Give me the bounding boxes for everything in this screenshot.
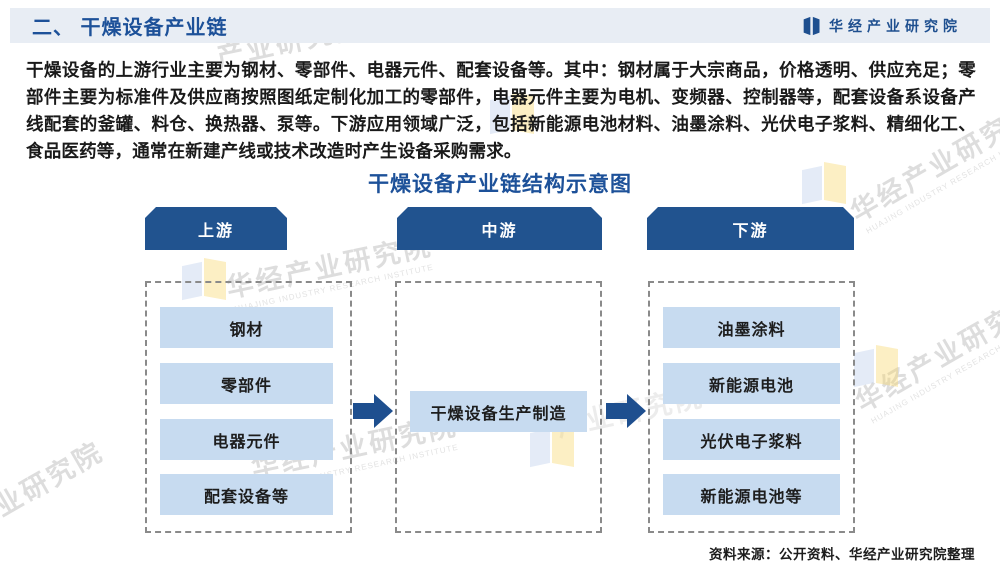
watermark-text: 产业研究院 [0,436,109,538]
arrow-right-icon [353,394,393,428]
midstream-container [395,281,602,533]
page-title: 二、 干燥设备产业链 [32,17,228,39]
midstream-item-manufacturing: 干燥设备生产制造 [410,391,587,432]
watermark-subtext: HUAJING INDUSTRY RESEARCH INSTITUTE [869,316,1000,426]
downstream-item-ink: 油墨涂料 [663,307,840,348]
stage-header-midstream: 中游 [397,207,602,250]
downstream-item-battery: 新能源电池 [663,363,840,404]
body-paragraph: 干燥设备的上游行业主要为钢材、零部件、电器元件、配套设备等。其中：钢材属于大宗商… [26,60,976,161]
upstream-item-steel: 钢材 [160,307,333,348]
brand-logo: 华经产业研究院 [802,8,962,43]
data-source-note: 资料来源：公开资料、华经产业研究院整理 [709,547,975,562]
watermark: 华经产业研究院 HUAJING INDUSTRY RESEARCH INSTIT… [847,281,1000,428]
arrow-right-icon [606,394,646,428]
downstream-container [648,281,855,533]
stage-label: 上游 [197,222,234,240]
header-band: 二、 干燥设备产业链 华经产业研究院 [10,8,990,43]
downstream-item-battery-etc: 新能源电池等 [663,474,840,515]
huajing-logo-icon [803,16,820,35]
watermark: 产业研究院 [0,430,110,539]
brand-name: 华经产业研究院 [829,17,962,34]
downstream-item-pv: 光伏电子浆料 [663,419,840,460]
watermark-text: 华经产业研究院 [850,286,1000,418]
upstream-item-support: 配套设备等 [160,474,333,515]
stage-header-upstream: 上游 [145,207,287,250]
stage-label: 下游 [732,222,769,240]
watermark-logo [852,345,904,391]
upstream-container [145,281,352,533]
diagram-title: 干燥设备产业链结构示意图 [368,173,632,196]
upstream-item-electric: 电器元件 [160,419,333,460]
stage-label: 中游 [481,222,518,240]
stage-header-downstream: 下游 [647,207,854,250]
upstream-item-parts: 零部件 [160,363,333,404]
